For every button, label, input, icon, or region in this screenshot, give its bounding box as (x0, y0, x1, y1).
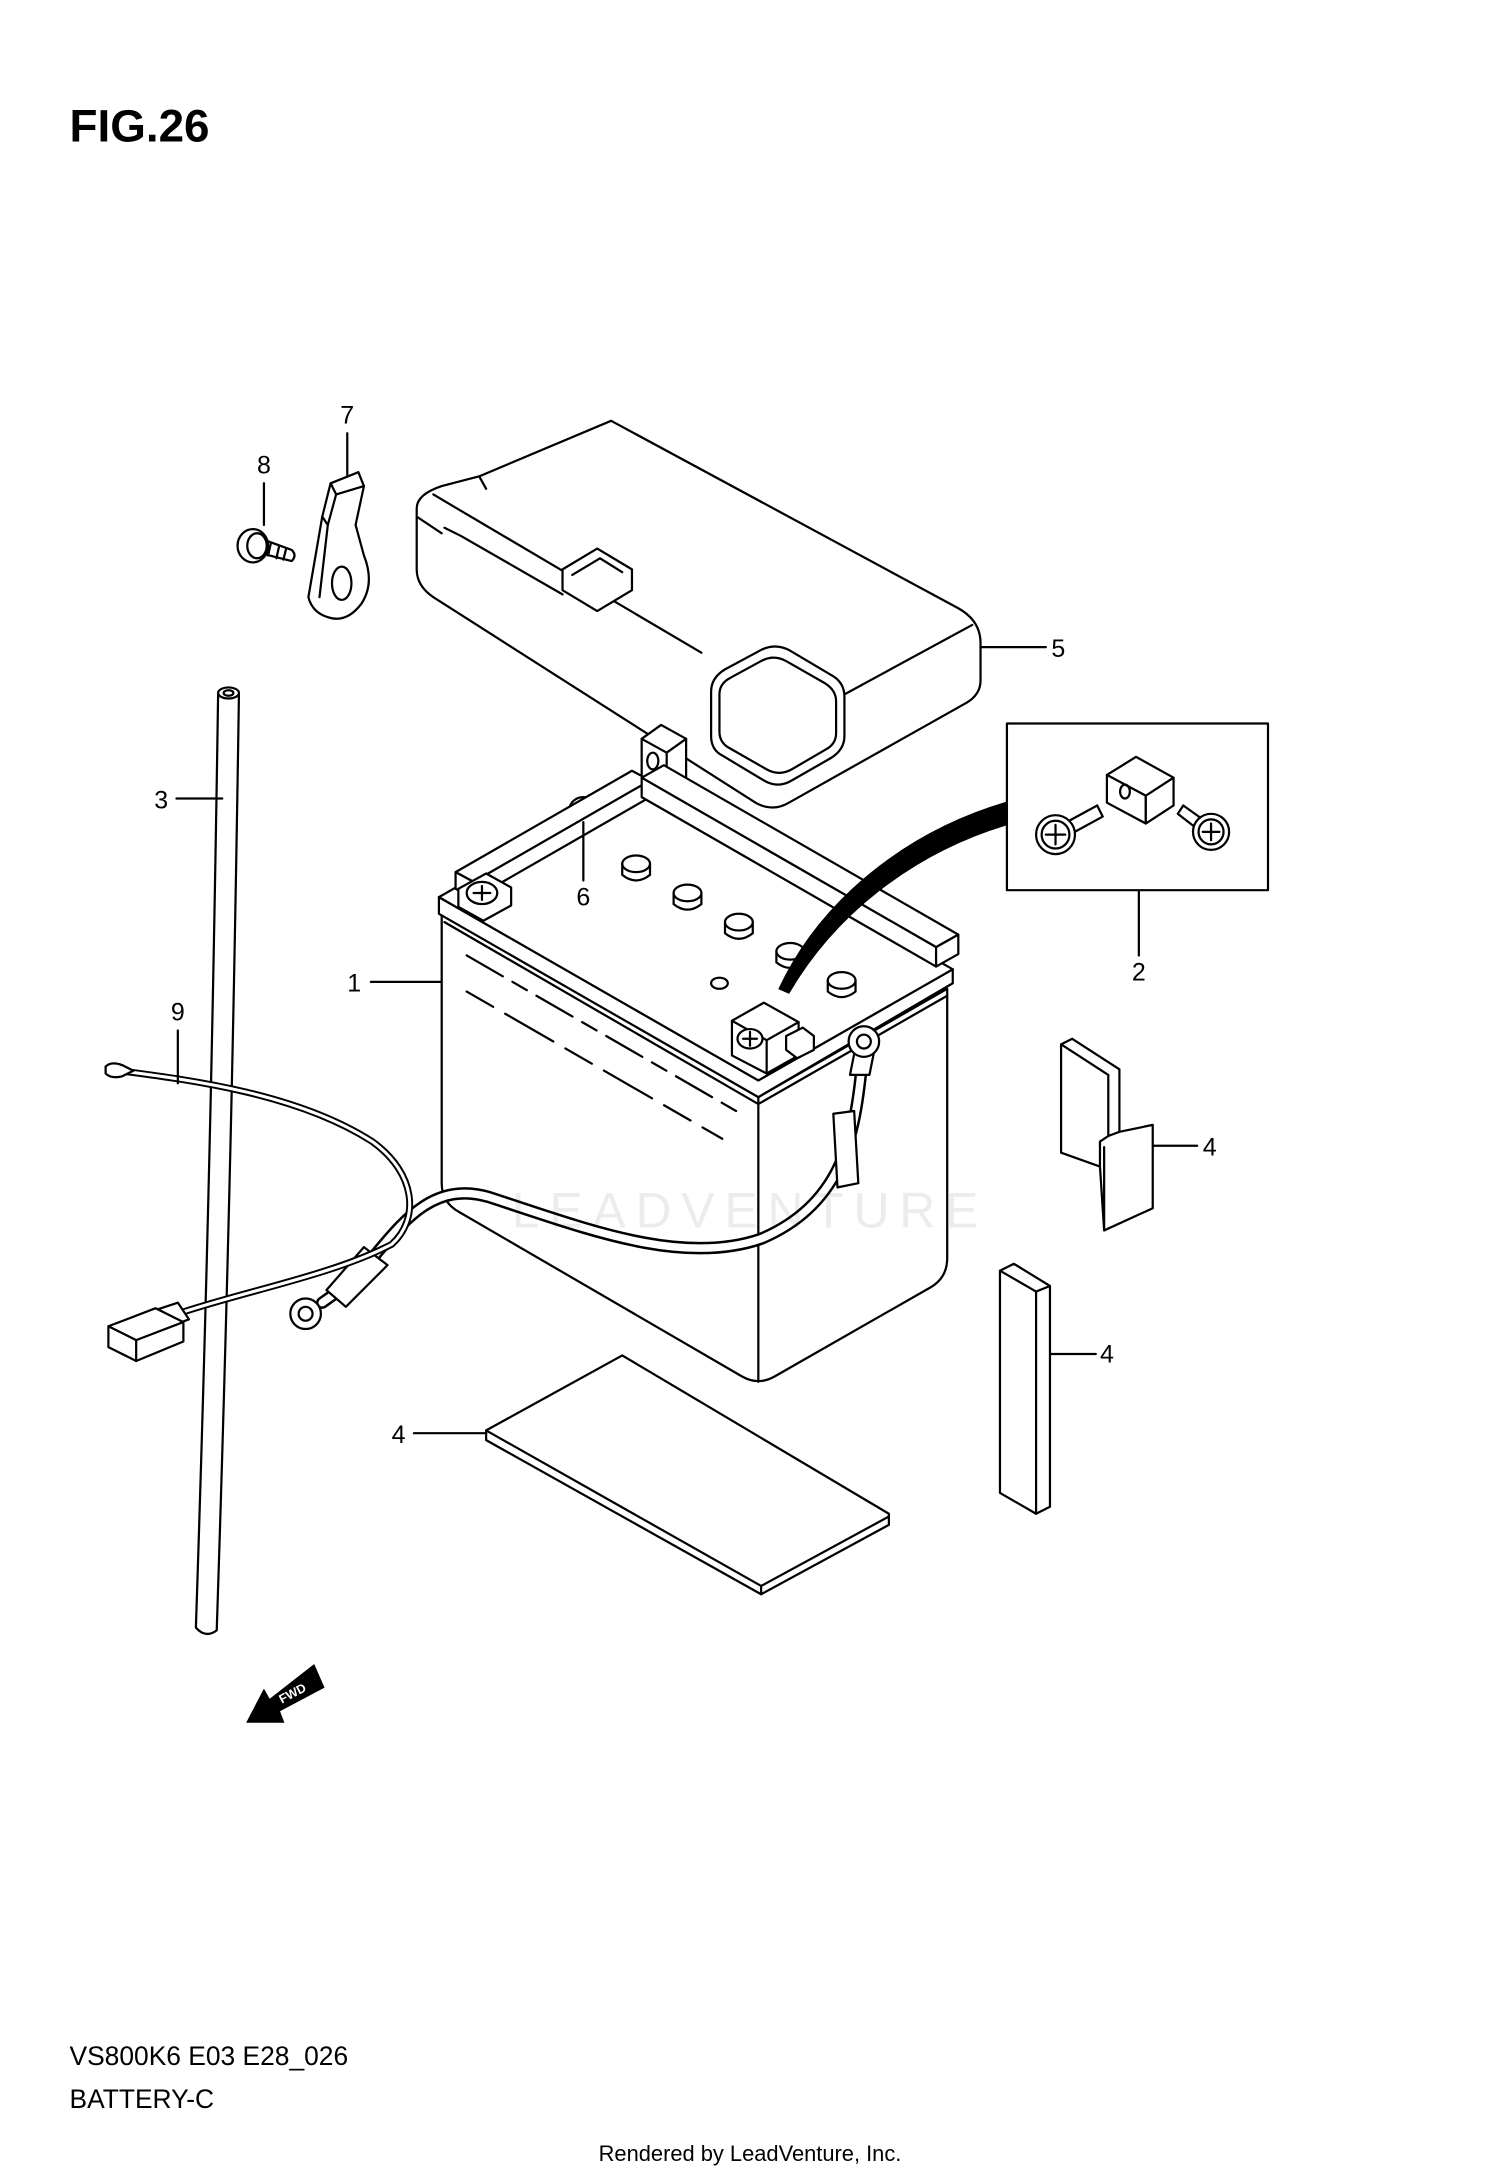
callout-4b: 4 (1100, 1340, 1114, 1368)
callout-5: 5 (1051, 635, 1065, 663)
negative-terminal (457, 872, 513, 922)
terminal-screw-right (1176, 804, 1231, 852)
positive-terminal (730, 1001, 815, 1075)
cushion-pad-l-shape (1059, 1037, 1154, 1232)
callout-leaders (175, 432, 1199, 1435)
battery-cable (289, 1025, 881, 1331)
callout-6: 6 (576, 883, 590, 911)
battery-cover (415, 419, 982, 809)
bracket-part-7 (307, 471, 370, 620)
callout-1: 1 (347, 970, 361, 998)
terminal-nut-block (1105, 755, 1175, 825)
callout-9: 9 (171, 999, 185, 1027)
callout-2: 2 (1132, 958, 1146, 986)
cushion-pad-flat (485, 1354, 890, 1596)
terminal-bolt-kit (778, 722, 1270, 994)
terminal-screw-left (1034, 804, 1104, 856)
model-code: VS800K6 E03 E28_026 (70, 2041, 349, 2071)
watermark: LEADVENTURE (512, 1183, 988, 1239)
cushion-pad-strip (998, 1262, 1052, 1515)
callout-numbers: 1 2 3 4 4 4 5 6 7 8 9 (154, 402, 1217, 1449)
section-name: BATTERY-C (70, 2084, 215, 2114)
fwd-arrow-icon: FWD (246, 1664, 325, 1723)
cell-caps (621, 854, 857, 999)
lead-wire-part-9 (104, 1062, 414, 1363)
callout-8: 8 (257, 452, 271, 480)
credit-line: Rendered by LeadVenture, Inc. (599, 2141, 902, 2166)
callout-3: 3 (154, 786, 168, 814)
breather-tube (194, 686, 241, 1636)
figure-title: FIG.26 (70, 101, 210, 152)
callout-7: 7 (340, 402, 354, 430)
battery (437, 764, 960, 1383)
callout-4c: 4 (392, 1421, 406, 1449)
bolt-part-8 (236, 528, 296, 564)
callout-4a: 4 (1203, 1133, 1217, 1161)
